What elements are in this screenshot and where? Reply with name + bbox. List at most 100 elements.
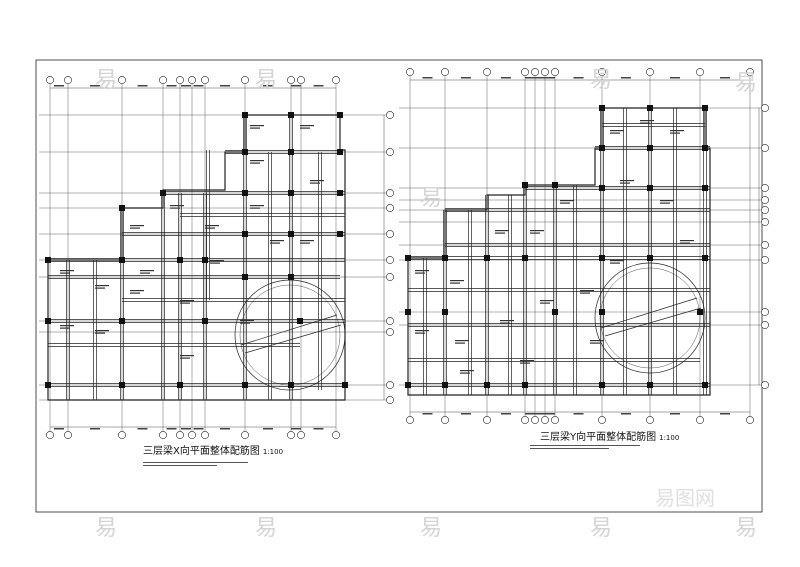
axis-bubble [386, 189, 394, 197]
rebar-label [590, 340, 604, 342]
dimension-text [621, 413, 631, 415]
rebar-label [60, 270, 74, 272]
rebar-label [495, 230, 509, 232]
axis-bubble [746, 416, 754, 424]
dimension-text [670, 413, 680, 415]
rebar-label [180, 355, 194, 357]
column [522, 182, 528, 188]
column [288, 274, 294, 280]
rebar-label [560, 202, 570, 204]
diagonal-beam [240, 314, 338, 346]
dimension-text [720, 413, 730, 415]
column [242, 231, 248, 237]
axis-bubble [386, 317, 394, 325]
dimension-text [621, 77, 631, 79]
dimension-text [54, 85, 64, 87]
dimension-text [220, 85, 230, 87]
axis-bubble [386, 111, 394, 119]
column [599, 145, 605, 151]
axis-bubble [46, 76, 54, 84]
building-outline [407, 107, 711, 396]
dimension-text [193, 428, 204, 430]
axis-bubble [297, 431, 305, 439]
rebar-label [610, 132, 620, 134]
axis-bubble [598, 68, 606, 76]
column [177, 382, 183, 388]
rebar-label [500, 322, 510, 324]
axis-bubble [746, 68, 754, 76]
dimension-text [545, 77, 555, 79]
column [702, 145, 708, 151]
rebar-label [250, 205, 264, 207]
rebar-label [460, 370, 474, 372]
axis-bubble [441, 68, 449, 76]
dimension-text [313, 428, 324, 430]
rebar-label [610, 262, 620, 264]
column [242, 274, 248, 280]
axis-bubble [297, 76, 305, 84]
axis-bubble [761, 241, 769, 249]
column [647, 185, 653, 191]
axis-bubble [531, 68, 539, 76]
axis-bubble [159, 76, 167, 84]
axis-bubble [541, 68, 549, 76]
column [405, 255, 411, 261]
column [297, 318, 303, 324]
axis-bubble [118, 76, 126, 84]
rebar-label [610, 260, 624, 262]
rebar-label [250, 207, 260, 209]
axis-bubble [483, 416, 491, 424]
right-floor-plan [399, 68, 769, 424]
column [119, 205, 125, 211]
column [45, 382, 51, 388]
rebar-label [130, 290, 144, 292]
axis-bubble [406, 416, 414, 424]
axis-bubble [332, 76, 340, 84]
rebar-label [520, 360, 534, 362]
rebar-label [210, 260, 224, 262]
rebar-label [640, 122, 650, 124]
rebar-label [580, 292, 590, 294]
dimension-text [573, 413, 584, 415]
column [242, 149, 248, 155]
axis-bubble [386, 396, 394, 404]
column [119, 257, 125, 263]
column [484, 382, 490, 388]
rebar-label [300, 242, 310, 244]
dimension-text [720, 77, 730, 79]
rebar-label [455, 340, 469, 342]
rebar-label [95, 330, 109, 332]
rebar-label [590, 342, 600, 344]
rebar-label [60, 272, 70, 274]
axis-bubble [696, 68, 704, 76]
axis-bubble [188, 76, 196, 84]
column [242, 190, 248, 196]
column [702, 105, 708, 111]
dimension-text [545, 413, 555, 415]
rebar-label [495, 232, 505, 234]
rebar-label [415, 272, 425, 274]
axis-bubble [761, 104, 769, 112]
column [442, 255, 448, 261]
axis-bubble [46, 431, 54, 439]
rebar-label [450, 280, 464, 282]
rebar-label [205, 225, 219, 227]
axis-bubble [386, 230, 394, 238]
dimension-text [137, 428, 148, 430]
axis-bubble [696, 416, 704, 424]
axis-bubble [386, 148, 394, 156]
rebar-label [240, 322, 250, 324]
rebar-label [240, 320, 254, 322]
rebar-label [415, 332, 425, 334]
dimension-text [535, 77, 545, 79]
rebar-label [460, 372, 470, 374]
axis-bubble [531, 416, 539, 424]
rebar-label [500, 320, 514, 322]
rebar-label [680, 240, 694, 242]
column [647, 382, 653, 388]
rebar-label [530, 230, 544, 232]
axis-bubble [159, 431, 167, 439]
rebar-label [250, 162, 260, 164]
column [337, 190, 343, 196]
